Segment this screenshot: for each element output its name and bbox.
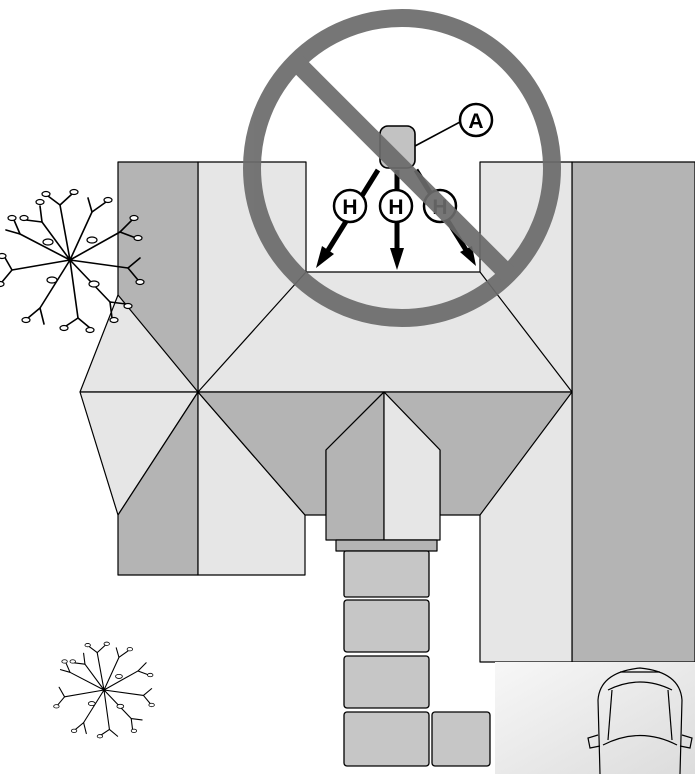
callout-leader (414, 121, 461, 147)
driveway-pad (495, 662, 695, 774)
walkway (343, 550, 491, 767)
paver (343, 655, 430, 709)
porch-step (335, 539, 438, 552)
prohibited-sign-icon (243, 9, 561, 327)
car-icon (587, 667, 693, 774)
callout-h-left: H (332, 188, 368, 224)
arrowhead-left (316, 246, 334, 268)
airflow-label: H (342, 196, 357, 219)
paver (343, 550, 430, 598)
airflow-label: H (388, 196, 403, 219)
driveway-car (495, 662, 695, 774)
callout-h-center: H (378, 188, 414, 224)
paver (343, 711, 430, 767)
tree-leaves (53, 641, 155, 739)
paver (343, 599, 430, 653)
unit-label: A (468, 110, 483, 133)
porch-roof-right (383, 391, 441, 541)
arrowhead-center (390, 248, 404, 270)
right-wing-dark-roof (571, 161, 695, 663)
paver (431, 711, 491, 767)
tree-leaves (0, 188, 145, 334)
outdoor-unit-group: H H H A (316, 102, 494, 270)
callout-a: A (458, 102, 494, 138)
tree-small-icon (53, 641, 155, 739)
tree-large-icon (0, 188, 145, 334)
arrowhead-right (460, 246, 476, 266)
entrance-porch (325, 391, 441, 552)
